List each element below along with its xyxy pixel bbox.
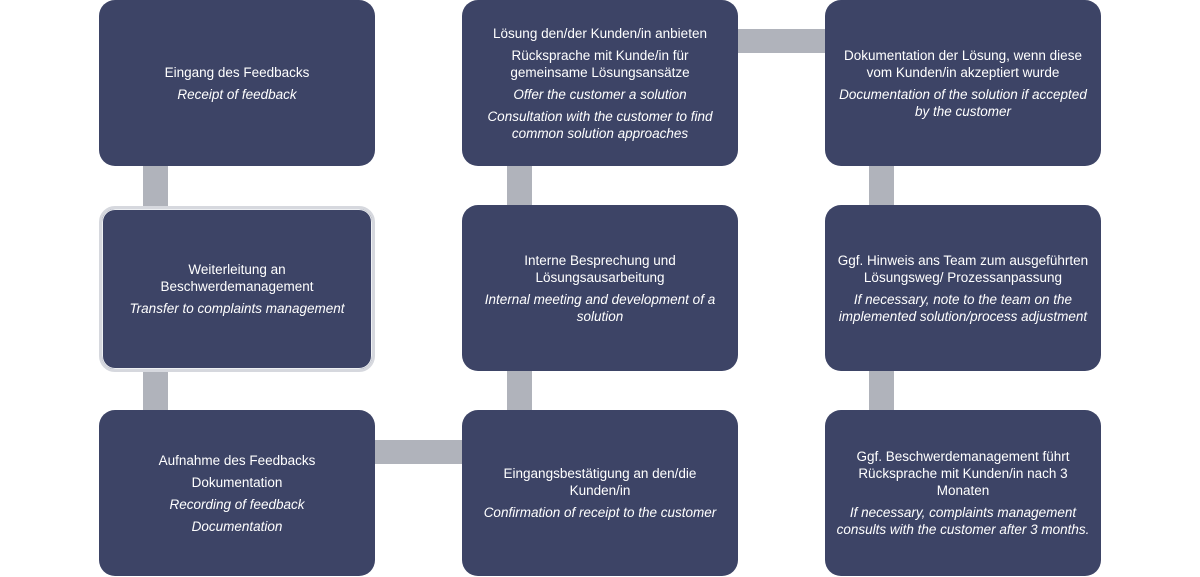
english-label: Confirmation of receipt to the customer xyxy=(483,505,717,520)
german-label: Aufnahme des Feedbacks xyxy=(158,452,316,468)
step-box-confirmation-of-receipt: Eingangsbestätigung an den/die Kunden/in… xyxy=(462,410,738,576)
step-box-note-to-team: Ggf. Hinweis ans Team zum ausgeführten L… xyxy=(825,205,1101,371)
connector-b3-b4 xyxy=(374,440,463,464)
german-label: Weiterleitung an Beschwerdemanagement xyxy=(160,262,314,294)
german-label: Eingang des Feedbacks xyxy=(164,64,310,80)
english-label: Transfer to complaints management xyxy=(129,301,345,316)
english-label: Receipt of feedback xyxy=(177,86,297,102)
english-label: Internal meeting and development of a so… xyxy=(484,291,716,324)
english-label: Recording of feedback xyxy=(169,496,305,512)
german-label: Eingangsbestätigung an den/die Kunden/in xyxy=(503,466,697,498)
german-label: Dokumentation xyxy=(191,474,283,490)
english-label: Documentation xyxy=(191,518,283,534)
step-box-follow-up-after-3-months: Ggf. Beschwerdemanagement führt Rückspra… xyxy=(825,410,1101,576)
connector-b6-b7 xyxy=(737,29,826,53)
connector-b4-b5 xyxy=(507,370,532,411)
german-label: Dokumentation der Lösung, wenn diese vom… xyxy=(844,47,1082,80)
german-label: Ggf. Hinweis ans Team zum ausgeführten L… xyxy=(837,252,1089,285)
english-label: If necessary, note to the team on the im… xyxy=(838,291,1088,324)
connector-b1-b2 xyxy=(143,165,168,207)
german-label: Lösung den/der Kunden/in anbieten xyxy=(493,25,707,41)
step-box-internal-meeting: Interne Besprechung und Lösungsausarbeit… xyxy=(462,205,738,371)
german-label: Ggf. Beschwerdemanagement führt Rückspra… xyxy=(856,449,1070,498)
english-label: Documentation of the solution if accepte… xyxy=(839,86,1087,119)
english-label: Offer the customer a solution xyxy=(513,86,687,102)
english-label: Consultation with the customer to find c… xyxy=(487,108,713,141)
german-label: Rücksprache mit Kunde/in für gemeinsame … xyxy=(510,47,690,80)
connector-b5-b6 xyxy=(507,165,532,206)
connector-b7-b8 xyxy=(869,165,894,206)
english-label: If necessary, complaints management cons… xyxy=(836,505,1090,537)
connector-b2-b3 xyxy=(143,369,168,411)
connector-b8-b9 xyxy=(869,370,894,411)
step-box-documentation-of-solution: Dokumentation der Lösung, wenn diese vom… xyxy=(825,0,1101,166)
german-label: Interne Besprechung und Lösungsausarbeit… xyxy=(524,252,676,285)
